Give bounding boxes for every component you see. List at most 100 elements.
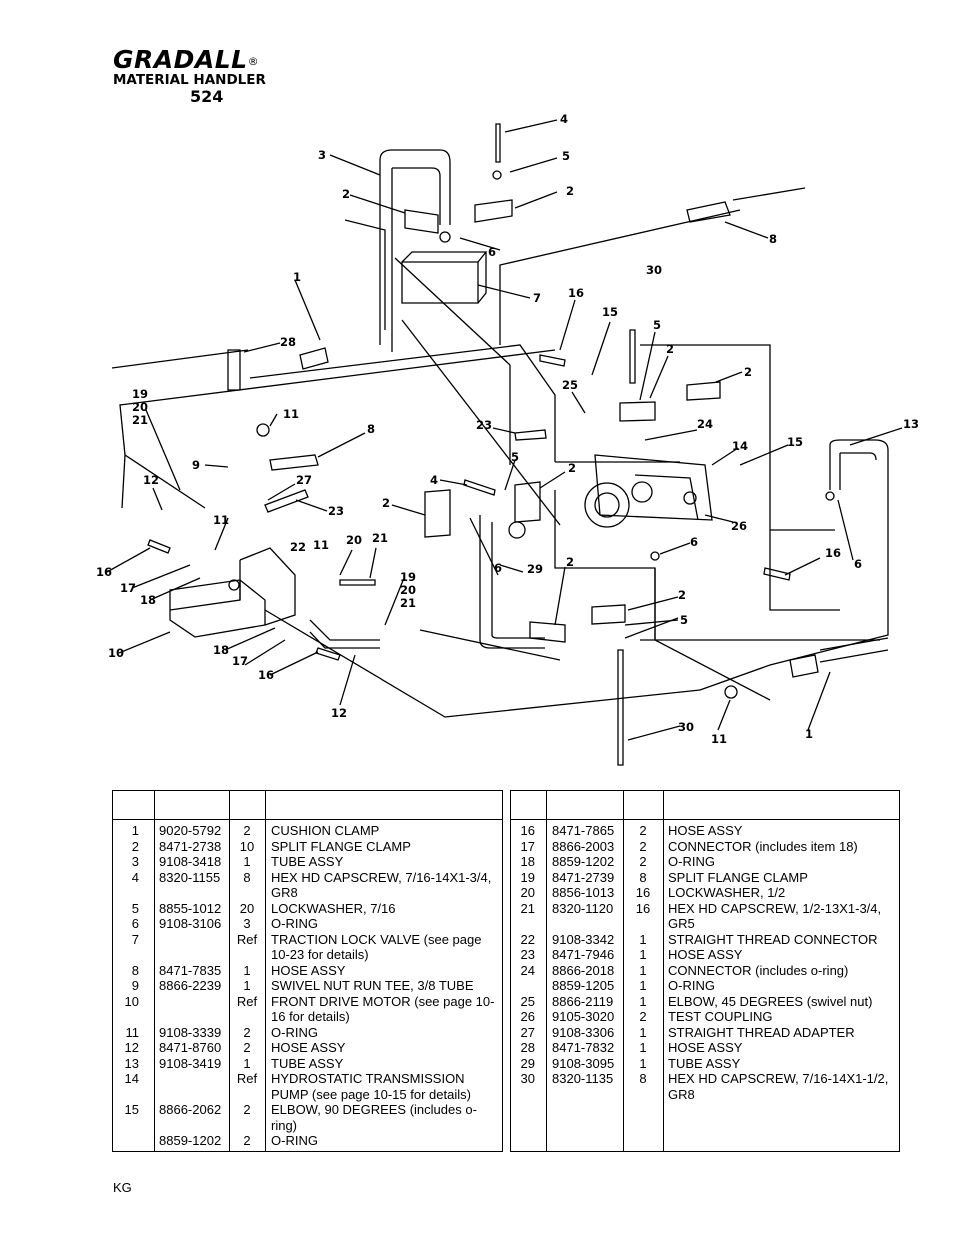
callout-2: 2 (666, 342, 674, 356)
table-header (113, 791, 502, 820)
column-divider (265, 791, 266, 1151)
description: LOCKWASHER, 1/2 (668, 885, 786, 900)
description: HOSE ASSY (271, 962, 346, 978)
part-number: 8859-1202 (552, 854, 615, 869)
description: ELBOW, 45 DEGREES (swivel nut) (668, 993, 873, 1009)
item-number: 21 (520, 900, 535, 916)
description: O-RING (668, 854, 715, 869)
callout-21: 21 (400, 596, 416, 610)
part-number: 9108-3419 (159, 1055, 222, 1071)
callout-2: 2 (342, 187, 350, 201)
item-number: 24 (520, 962, 535, 978)
description: HEX HD CAPSCREW, 7/16-14X1-3/4, GR8 (271, 869, 492, 901)
callout-6: 6 (494, 561, 502, 575)
item-number: 13 (124, 1055, 139, 1071)
footer-code: KG (113, 1180, 132, 1195)
description: HOSE ASSY (668, 1040, 743, 1055)
callout-13: 13 (903, 417, 919, 431)
callout-5: 5 (562, 149, 570, 163)
callout-20: 20 (346, 533, 362, 547)
callout-8: 8 (367, 422, 375, 436)
exploded-parts-diagram: 4 5 2 3 2 6 7 8 1 28 30 16 15 5 2 2 25 1… (96, 112, 919, 766)
quantity: 2 (243, 823, 251, 838)
callout-21: 21 (372, 531, 388, 545)
item-number: 22 (520, 931, 535, 947)
description: HOSE ASSY (668, 947, 743, 962)
column-divider (546, 791, 547, 1151)
description: CONNECTOR (includes o-ring) (668, 962, 849, 978)
callout-12: 12 (331, 706, 347, 720)
item-number: 30 (520, 1071, 535, 1086)
callout-6: 6 (690, 535, 698, 549)
item-number: 5 (131, 900, 139, 916)
description: LOCKWASHER, 7/16 (271, 900, 396, 916)
part-number: 8320-1120 (552, 900, 614, 916)
description: ELBOW, 90 DEGREES (includes o-ring) (271, 1102, 477, 1133)
callout-16: 16 (96, 565, 112, 579)
callout-23: 23 (328, 504, 344, 518)
part-number: 8859-1205 (552, 978, 615, 993)
description: HEX HD CAPSCREW, 7/16-14X1-1/2, GR8 (668, 1071, 889, 1102)
description: SWIVEL NUT RUN TEE, 3/8 TUBE (271, 978, 474, 993)
quantity: Ref (236, 993, 258, 1009)
callout-2: 2 (566, 184, 574, 198)
callout-7: 7 (533, 291, 541, 305)
part-number: 8320-1135 (552, 1071, 614, 1086)
callout-29: 29 (527, 562, 543, 576)
part-number: 8471-2739 (552, 869, 615, 885)
item-number: 11 (125, 1024, 140, 1040)
callout-25: 25 (562, 378, 578, 392)
callout-27: 27 (296, 473, 312, 487)
item-number: 15 (124, 1102, 139, 1117)
quantity: 16 (635, 885, 651, 900)
callout-16: 16 (825, 546, 841, 560)
quantity: 1 (639, 978, 647, 993)
brand-logo: GRADALL® (113, 45, 260, 74)
callout-21: 21 (132, 413, 148, 427)
item-number: 20 (520, 885, 535, 900)
quantity: 1 (639, 1024, 647, 1040)
callout-10: 10 (108, 646, 124, 660)
quantity: 2 (639, 1009, 647, 1024)
part-number: 8471-2738 (159, 838, 222, 854)
callout-11: 11 (283, 407, 299, 421)
description: HOSE ASSY (668, 823, 743, 838)
callout-11: 11 (213, 513, 229, 527)
quantity: 1 (243, 854, 251, 869)
callout-1: 1 (805, 727, 813, 741)
quantity: 2 (243, 1024, 251, 1040)
callout-20: 20 (132, 400, 148, 414)
callout-2: 2 (382, 496, 390, 510)
callout-3: 3 (318, 148, 326, 162)
item-number: 9 (131, 978, 139, 993)
callout-5: 5 (680, 613, 688, 627)
description: FRONT DRIVE MOTOR (see page 10-16 for de… (271, 993, 495, 1025)
part-number: 8471-7832 (552, 1040, 615, 1055)
part-number: 8856-1013 (552, 885, 615, 900)
callout-20: 20 (400, 583, 416, 597)
part-number: 8471-8760 (159, 1040, 222, 1055)
column-divider (229, 791, 230, 1151)
description: TEST COUPLING (668, 1009, 773, 1024)
quantity: 3 (243, 916, 251, 931)
item-number: 16 (520, 823, 535, 838)
quantity: 10 (239, 838, 255, 854)
part-number: 9020-5792 (159, 823, 222, 838)
description: SPLIT FLANGE CLAMP (668, 869, 808, 885)
description: SPLIT FLANGE CLAMP (271, 838, 411, 854)
